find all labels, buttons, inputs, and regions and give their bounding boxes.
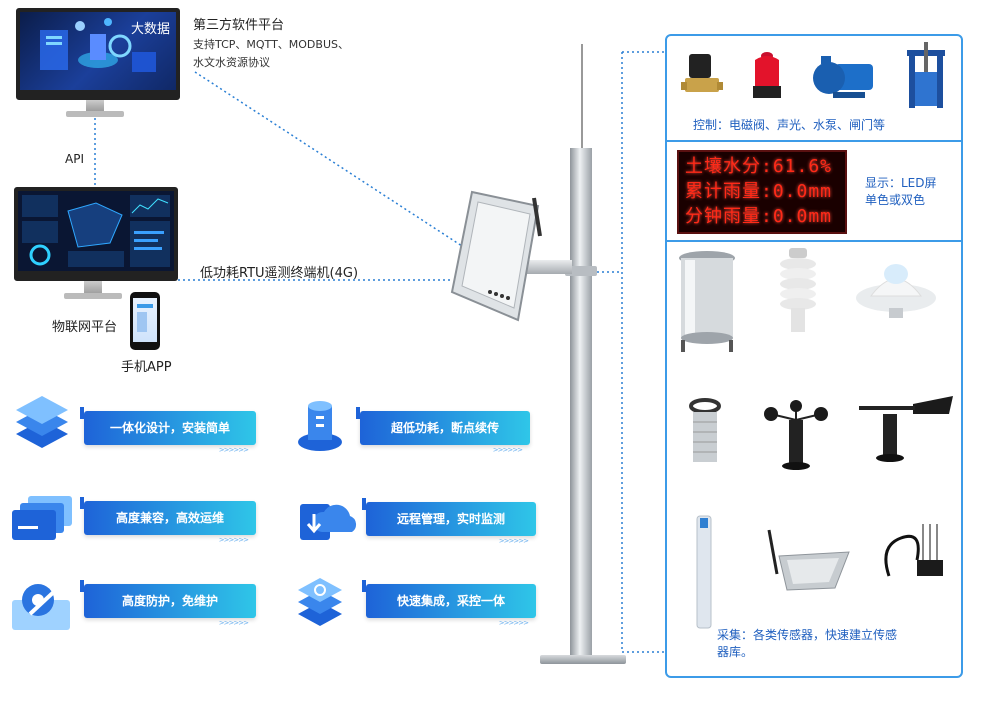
feature-card-protection: 高度防护，免维护>>>>>> — [80, 580, 256, 627]
feature-card-integration: 快速集成，采控一体>>>>>> — [362, 580, 536, 627]
phone-screen — [133, 298, 157, 342]
bigdata-illustration — [40, 18, 156, 72]
feature-label: 远程管理，实时监测 — [396, 512, 505, 526]
monitor-stand — [86, 100, 104, 112]
rtu-terminal-box — [450, 190, 542, 322]
feature-card-integrated-design: 一体化设计，安装简单>>>>>> — [80, 407, 256, 454]
anemometer-icon — [764, 400, 828, 470]
gear-tools-icon — [12, 584, 70, 630]
api-label: API — [65, 152, 84, 166]
evaporation-sensor-icon — [767, 529, 850, 591]
feature-label: 超低功耗，断点续传 — [390, 421, 499, 435]
monitor-base — [66, 111, 124, 117]
dashboard-illustration — [22, 195, 170, 267]
bigdata-label: 大数据 — [130, 22, 170, 37]
iot-dashboard-screen — [14, 187, 178, 281]
display-label-line1: 显示：LED屏 — [865, 176, 937, 190]
device-panel: 控制：电磁阀、声光、水泵、闸门等 土壤水分:61.6% 累计雨量:0.0mm 分… — [665, 34, 963, 678]
shutter-box-sensor-icon — [780, 248, 816, 332]
feature-card-compatibility: 高度兼容，高效运维>>>>>> — [80, 497, 256, 544]
phone-device — [130, 292, 160, 350]
pole-clamp — [565, 266, 597, 276]
collect-label-line1: 采集：各类传感器，快速建立传感 — [717, 628, 898, 642]
feature-card-remote-management: 远程管理，实时监测>>>>>> — [362, 498, 536, 545]
stack-cycle-icon — [298, 578, 342, 626]
mobile-app-title: 手机APP — [121, 360, 172, 375]
third-party-desc-line1: 支持TCP、MQTT、MODBUS、 — [193, 38, 349, 51]
feature-label: 快速集成，采控一体 — [396, 594, 505, 608]
tube-sensor-icon — [696, 515, 712, 629]
cards-icon — [12, 496, 72, 540]
display-label-line2: 单色或双色 — [865, 193, 926, 207]
feature-label: 一体化设计，安装简单 — [109, 421, 230, 435]
led-display: 土壤水分:61.6% 累计雨量:0.0mm 分钟雨量:0.0mm — [677, 150, 847, 234]
led-line-cumulative-rain: 累计雨量:0.0mm — [685, 181, 833, 202]
feature-label: 高度防护，免维护 — [121, 594, 218, 608]
panel-divider — [667, 240, 961, 242]
soil-moisture-probe-icon — [689, 398, 721, 462]
wind-vane-icon — [859, 396, 953, 462]
led-line-soil-moisture: 土壤水分:61.6% — [685, 156, 833, 177]
collect-label-line2: 器库。 — [717, 645, 754, 659]
panel-divider — [667, 140, 961, 142]
battery-icon — [298, 401, 342, 451]
third-party-desc-line2: 水文水资源协议 — [193, 56, 270, 69]
mounting-pole — [570, 148, 592, 658]
cloud-download-icon — [300, 504, 357, 540]
third-party-title: 第三方软件平台 — [193, 18, 285, 33]
pole-base-plate — [540, 655, 626, 664]
rtu-label: 低功耗RTU遥测终端机(4G) — [200, 266, 359, 281]
layers-icon — [16, 396, 68, 448]
solenoid-valve-icon — [681, 54, 723, 92]
antenna-rod — [581, 44, 583, 148]
monitor-stand — [84, 281, 102, 295]
led-line-minute-rain: 分钟雨量:0.0mm — [685, 206, 833, 227]
bigdata-screen: 大数据 — [16, 8, 180, 100]
water-pump-icon — [813, 56, 873, 98]
iot-platform-title: 物联网平台 — [52, 320, 118, 335]
alarm-light-icon — [753, 52, 781, 98]
radiation-sensor-icon — [856, 264, 936, 318]
rain-gauge-icon — [679, 251, 735, 352]
sluice-gate-icon — [907, 42, 945, 108]
feature-label: 高度兼容，高效运维 — [115, 511, 224, 525]
monitor-base — [64, 293, 122, 299]
soil-sensor-icon — [884, 524, 943, 577]
feature-card-low-power: 超低功耗，断点续传>>>>>> — [356, 407, 530, 454]
control-label: 控制：电磁阀、声光、水泵、闸门等 — [693, 118, 886, 132]
